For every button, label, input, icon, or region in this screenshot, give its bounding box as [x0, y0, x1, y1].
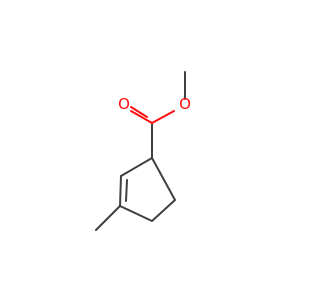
bond-c1-c2 — [120, 157, 153, 177]
bond-c2-c3-double-inner — [125, 179, 128, 202]
bond-carbonyl-double-outer — [130, 110, 153, 124]
carbonyl-oxygen-label: O — [118, 95, 130, 113]
bond-c3-methyl — [95, 205, 121, 231]
bond-c5-c1 — [151, 157, 176, 201]
bond-carbonyl-double-inner — [130, 106, 148, 118]
bond-ester-carbon-oxygen — [151, 110, 175, 124]
bond-c4-c5 — [151, 199, 176, 222]
bond-c3-c4 — [119, 205, 153, 222]
molecule-structure: O O — [95, 71, 191, 231]
molecule-canvas: O O — [95, 71, 191, 231]
bond-c2-c3-double-outer — [119, 175, 122, 207]
ester-oxygen-label: O — [179, 95, 191, 113]
